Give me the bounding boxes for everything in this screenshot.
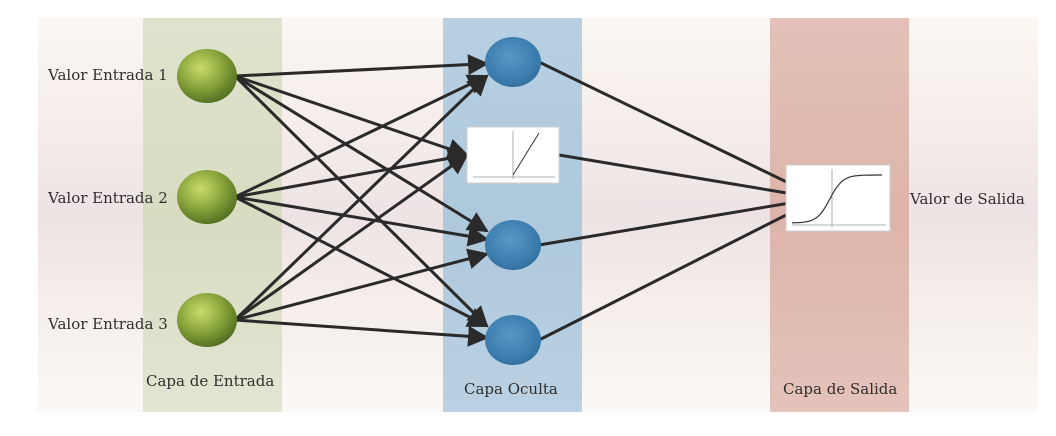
hidden-node-1: [485, 37, 541, 87]
input-node-1: [177, 49, 237, 103]
output-value-label: Valor de Salida: [910, 190, 1025, 208]
nodes-group: [177, 37, 891, 365]
edge-input3-hidden4: [234, 318, 490, 347]
hidden-node-3: [485, 220, 541, 270]
hidden-layer-title: Capa Oculta: [464, 380, 558, 398]
edge-input2-hidden2: [234, 148, 470, 199]
linear-activation-icon: [466, 126, 560, 184]
edge-input3-hidden3: [234, 248, 489, 322]
edge-input3-hidden2: [234, 153, 469, 322]
edge-input2-hidden3: [234, 195, 490, 247]
input-label-3: Valor Entrada 3: [48, 315, 168, 333]
edge-input1-hidden2: [234, 74, 469, 159]
sigmoid-activation-icon: [785, 164, 891, 232]
input-node-2: [177, 170, 237, 224]
input-node-3: [177, 293, 237, 347]
input-label-1: Valor Entrada 1: [48, 66, 168, 84]
connections-group: [233, 54, 787, 347]
edge-input1-hidden4: [233, 74, 489, 328]
edge-input2-hidden1: [234, 74, 489, 199]
edge-input1-hidden1: [234, 54, 490, 78]
edge-hidden4-output: [538, 213, 787, 342]
input-layer-title: Capa de Entrada: [146, 372, 275, 390]
output-layer-title: Capa de Salida: [783, 380, 898, 398]
edge-input1-hidden3: [234, 74, 489, 233]
edge-hidden1-output: [538, 60, 787, 184]
hidden-node-4: [485, 315, 541, 365]
edge-hidden3-output: [538, 202, 787, 247]
input-label-2: Valor Entrada 2: [48, 189, 168, 207]
edge-input2-hidden4: [234, 195, 489, 328]
edge-input3-hidden1: [233, 74, 489, 322]
edge-hidden2-output: [558, 153, 787, 195]
